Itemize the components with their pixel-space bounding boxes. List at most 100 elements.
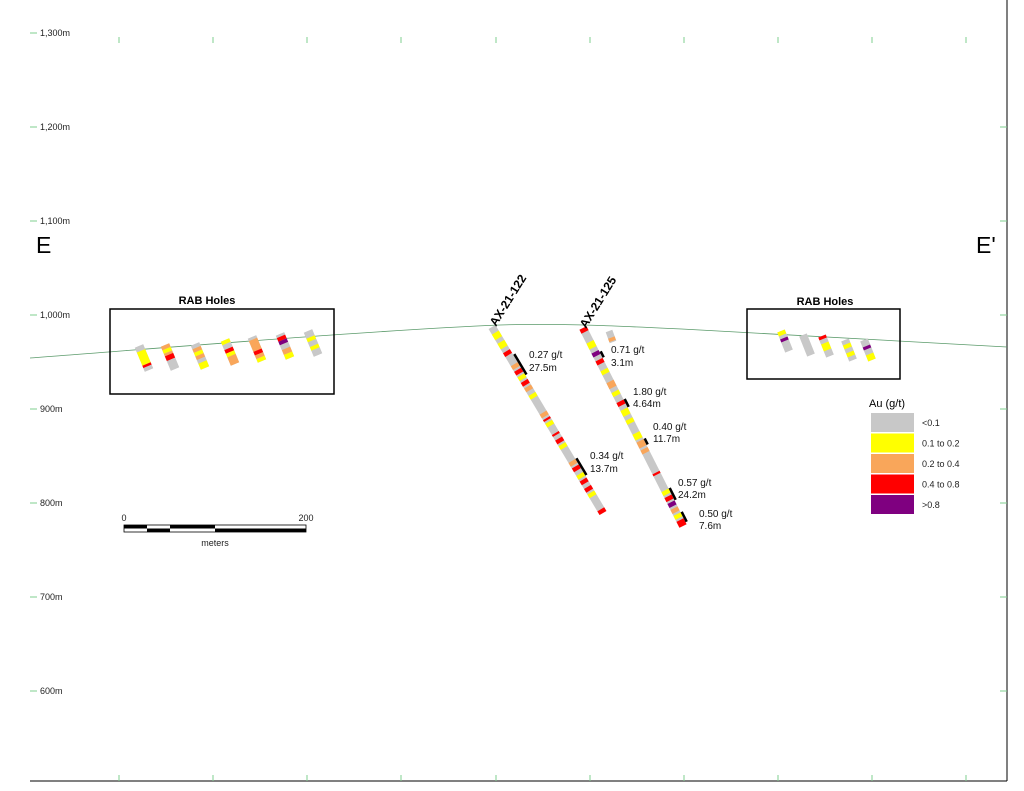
assay-interval (142, 362, 152, 369)
y-tick-label: 800m (40, 498, 63, 508)
topography-line (29, 323, 1008, 359)
assay-interval (303, 329, 315, 339)
section-end-label: E' (976, 232, 996, 258)
intercept-marker (668, 487, 677, 501)
drill-holes (134, 324, 876, 528)
assay-interval (539, 410, 549, 419)
legend-label: >0.8 (922, 500, 940, 510)
assay-interval (164, 352, 176, 362)
intercept-grade: 0.71 g/t (611, 345, 645, 356)
assay-interval (865, 352, 876, 362)
legend-swatch (871, 413, 914, 432)
scale-bar-segment (124, 525, 147, 529)
y-tick-label: 700m (40, 592, 63, 602)
assay-interval (636, 439, 647, 449)
scale-unit: meters (201, 538, 229, 548)
assay-interval (222, 341, 233, 351)
assay-interval (520, 378, 530, 387)
assay-interval (568, 458, 578, 467)
intercept-marker (623, 398, 630, 408)
assay-interval (667, 500, 677, 509)
rab-hole (841, 338, 857, 362)
assay-interval (134, 344, 146, 353)
assay-interval (192, 345, 203, 353)
assay-interval (670, 506, 680, 514)
assay-interval (558, 442, 568, 450)
intercept-grade: 0.27 g/t (529, 350, 563, 361)
assay-interval (247, 335, 258, 342)
rab-hole (799, 333, 815, 357)
intercept-length: 4.64m (633, 399, 661, 410)
legend-swatch (871, 474, 914, 494)
legend-title: Au (g/t) (869, 398, 905, 410)
assay-interval (254, 352, 265, 360)
grid-ticks (30, 32, 1007, 781)
rab-hole (303, 329, 323, 357)
assay-interval (502, 349, 513, 357)
assay-interval (198, 360, 210, 370)
rab-group-box-left (109, 308, 335, 395)
legend-label: 0.2 to 0.4 (922, 459, 960, 469)
assay-interval (514, 367, 524, 376)
drill-hole-short (605, 329, 617, 344)
legend: Au (g/t) <0.1 0.1 to 0.2 0.2 to 0.4 0.4 to … (869, 398, 960, 514)
assay-interval (611, 389, 621, 398)
assay-interval (551, 430, 560, 437)
assay-interval (819, 337, 829, 345)
assay-interval (160, 343, 171, 351)
assay-interval (163, 350, 174, 357)
intercept-length: 24.2m (678, 490, 706, 501)
assay-interval (652, 470, 661, 477)
assay-interval (311, 347, 323, 357)
rab-hole (860, 338, 876, 362)
intercept-length: 11.7m (653, 434, 680, 445)
assay-interval (196, 356, 207, 364)
assay-interval (256, 355, 267, 363)
assay-interval (862, 344, 872, 351)
section-start-label: E (36, 232, 51, 258)
assay-interval (162, 346, 173, 354)
rab-group-title: RAB Holes (797, 296, 854, 308)
scale-start: 0 (121, 513, 126, 523)
legend-label: 0.1 to 0.2 (922, 439, 960, 449)
elevation-axis: 1,300m 1,200m 1,100m 1,000m 900m 800m 70… (40, 28, 70, 696)
legend-swatch (871, 433, 914, 453)
scale-end: 200 (298, 513, 313, 523)
rab-hole (777, 329, 793, 353)
assay-interval (166, 357, 180, 371)
intercept-length: 27.5m (529, 363, 557, 374)
assay-interval (579, 326, 589, 334)
legend-label: <0.1 (922, 418, 940, 428)
assay-interval (195, 353, 206, 361)
assay-interval (278, 338, 289, 346)
assay-interval (253, 348, 264, 356)
assay-interval (606, 379, 617, 390)
assay-interval (225, 350, 236, 358)
assay-interval (632, 431, 643, 441)
intercept-marker (599, 350, 605, 358)
assay-interval (863, 347, 874, 356)
y-tick-label: 900m (40, 404, 63, 414)
assay-interval (227, 353, 240, 366)
assay-interval (542, 416, 551, 423)
assay-interval (587, 490, 597, 499)
drill-hole-ax-21-122 (488, 324, 607, 516)
intercept-grade: 0.40 g/t (653, 422, 687, 433)
scale-bar-segment (170, 525, 215, 529)
intercept-marker (513, 353, 528, 376)
rab-hole (818, 334, 834, 358)
assay-interval (847, 354, 857, 362)
legend-label: 0.4 to 0.8 (922, 480, 960, 490)
rab-hole (275, 332, 295, 360)
assay-interval (844, 346, 854, 354)
assay-interval (661, 488, 671, 497)
intercept-grade: 0.57 g/t (678, 478, 712, 489)
y-tick-label: 600m (40, 686, 63, 696)
assay-interval (281, 346, 293, 355)
intercept-marker (575, 457, 588, 476)
assay-interval (491, 330, 503, 341)
assay-interval (821, 341, 832, 352)
assay-interval (136, 349, 151, 366)
assay-interval (306, 335, 317, 343)
